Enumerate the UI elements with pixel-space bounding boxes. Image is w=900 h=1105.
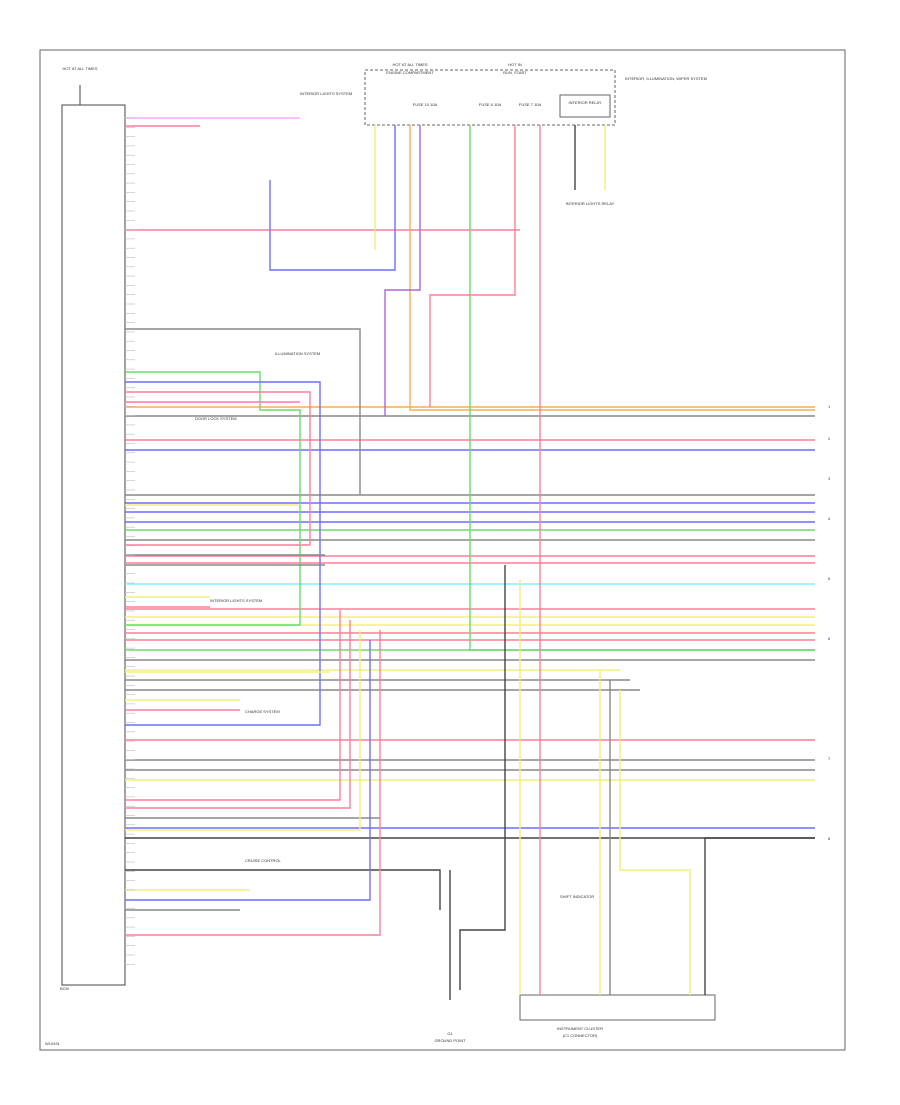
- note-g: SHIFT INDICATOR: [560, 894, 594, 899]
- connector-label-2: (C1 CONNECTOR): [563, 1033, 598, 1038]
- ground-label-2: GROUND POINT: [434, 1038, 466, 1043]
- note-a: INTERIOR LIGHTS SYSTEM: [300, 91, 352, 96]
- wire-trace-58: [384, 125, 421, 416]
- note-d: INTERIOR LIGHTS SYSTEM: [210, 598, 262, 603]
- note-c: DOOR LOCK SYSTEM: [195, 416, 237, 421]
- ground-label-1: G1: [447, 1031, 453, 1036]
- wire-trace-52: [125, 640, 371, 901]
- wire-trace-64: [459, 565, 506, 990]
- diagram-frame: [39, 49, 846, 1051]
- wire-trace-34: [125, 371, 301, 626]
- note-e: CHARGE SYSTEM: [245, 709, 280, 714]
- right-end-4: 4: [828, 516, 831, 521]
- wire-layer: [125, 117, 815, 1000]
- wire-trace-35: [125, 381, 321, 726]
- wire-trace-46: [125, 610, 341, 801]
- wire-trace-59: [469, 125, 815, 651]
- fuse-label-left-1: HOT AT ALL TIMES: [392, 62, 427, 67]
- wire-trace-57: [409, 125, 815, 411]
- relay-box: [559, 94, 611, 118]
- right-end-2: 2: [828, 436, 831, 441]
- wire-trace-50: [125, 869, 441, 910]
- wire-trace-47: [125, 620, 351, 809]
- right-end-3: 3: [828, 476, 831, 481]
- page-code: W10491: [45, 1041, 61, 1046]
- wire-trace-54: [125, 630, 381, 936]
- module-top-label: HOT AT ALL TIMES: [62, 66, 97, 71]
- relay-desc: INTERIOR LIGHTS RELAY: [566, 201, 615, 206]
- wire-trace-69: [704, 837, 815, 995]
- module-bottom-label: BCM: [60, 986, 69, 991]
- right-end-1: 1: [828, 404, 831, 409]
- right-end-8: 8: [828, 836, 831, 841]
- right-end-7: 7: [828, 756, 831, 761]
- right-end-6: 6: [828, 636, 831, 641]
- module-box: [61, 104, 126, 986]
- fuse-label-right-1: HOT IN: [508, 62, 522, 67]
- fuse-c-label: FUSE 7 10A: [519, 102, 542, 107]
- right-end-5: 5: [828, 576, 831, 581]
- fuse-a-label: FUSE 10 10A: [413, 102, 438, 107]
- fuse-box-outline: [364, 69, 616, 126]
- bottom-connector: [519, 994, 716, 1021]
- side-note: INTERIOR, ILLUMINATION, WIPER SYSTEM: [625, 76, 707, 81]
- wire-trace-33: [125, 328, 361, 495]
- wire-trace-56: [269, 125, 396, 271]
- fuse-label-right-2: RUN, START: [503, 70, 527, 75]
- connector-label-1: INSTRUMENT CLUSTER: [557, 1026, 603, 1031]
- fuse-b-label: FUSE 6 10A: [479, 102, 502, 107]
- fuse-label-left-2: ENGINE COMPARTMENT: [386, 70, 434, 75]
- note-b: ILLUMINATION SYSTEM: [275, 351, 320, 356]
- note-f: CRUISE CONTROL: [245, 858, 282, 863]
- wire-trace-68: [619, 690, 691, 995]
- wire-trace-36: [125, 391, 311, 546]
- wire-trace-60: [429, 125, 516, 407]
- wire-trace-49: [125, 630, 361, 831]
- pin-label-layer: [125, 117, 135, 965]
- relay-box-label: INTERIOR RELAY: [568, 100, 601, 105]
